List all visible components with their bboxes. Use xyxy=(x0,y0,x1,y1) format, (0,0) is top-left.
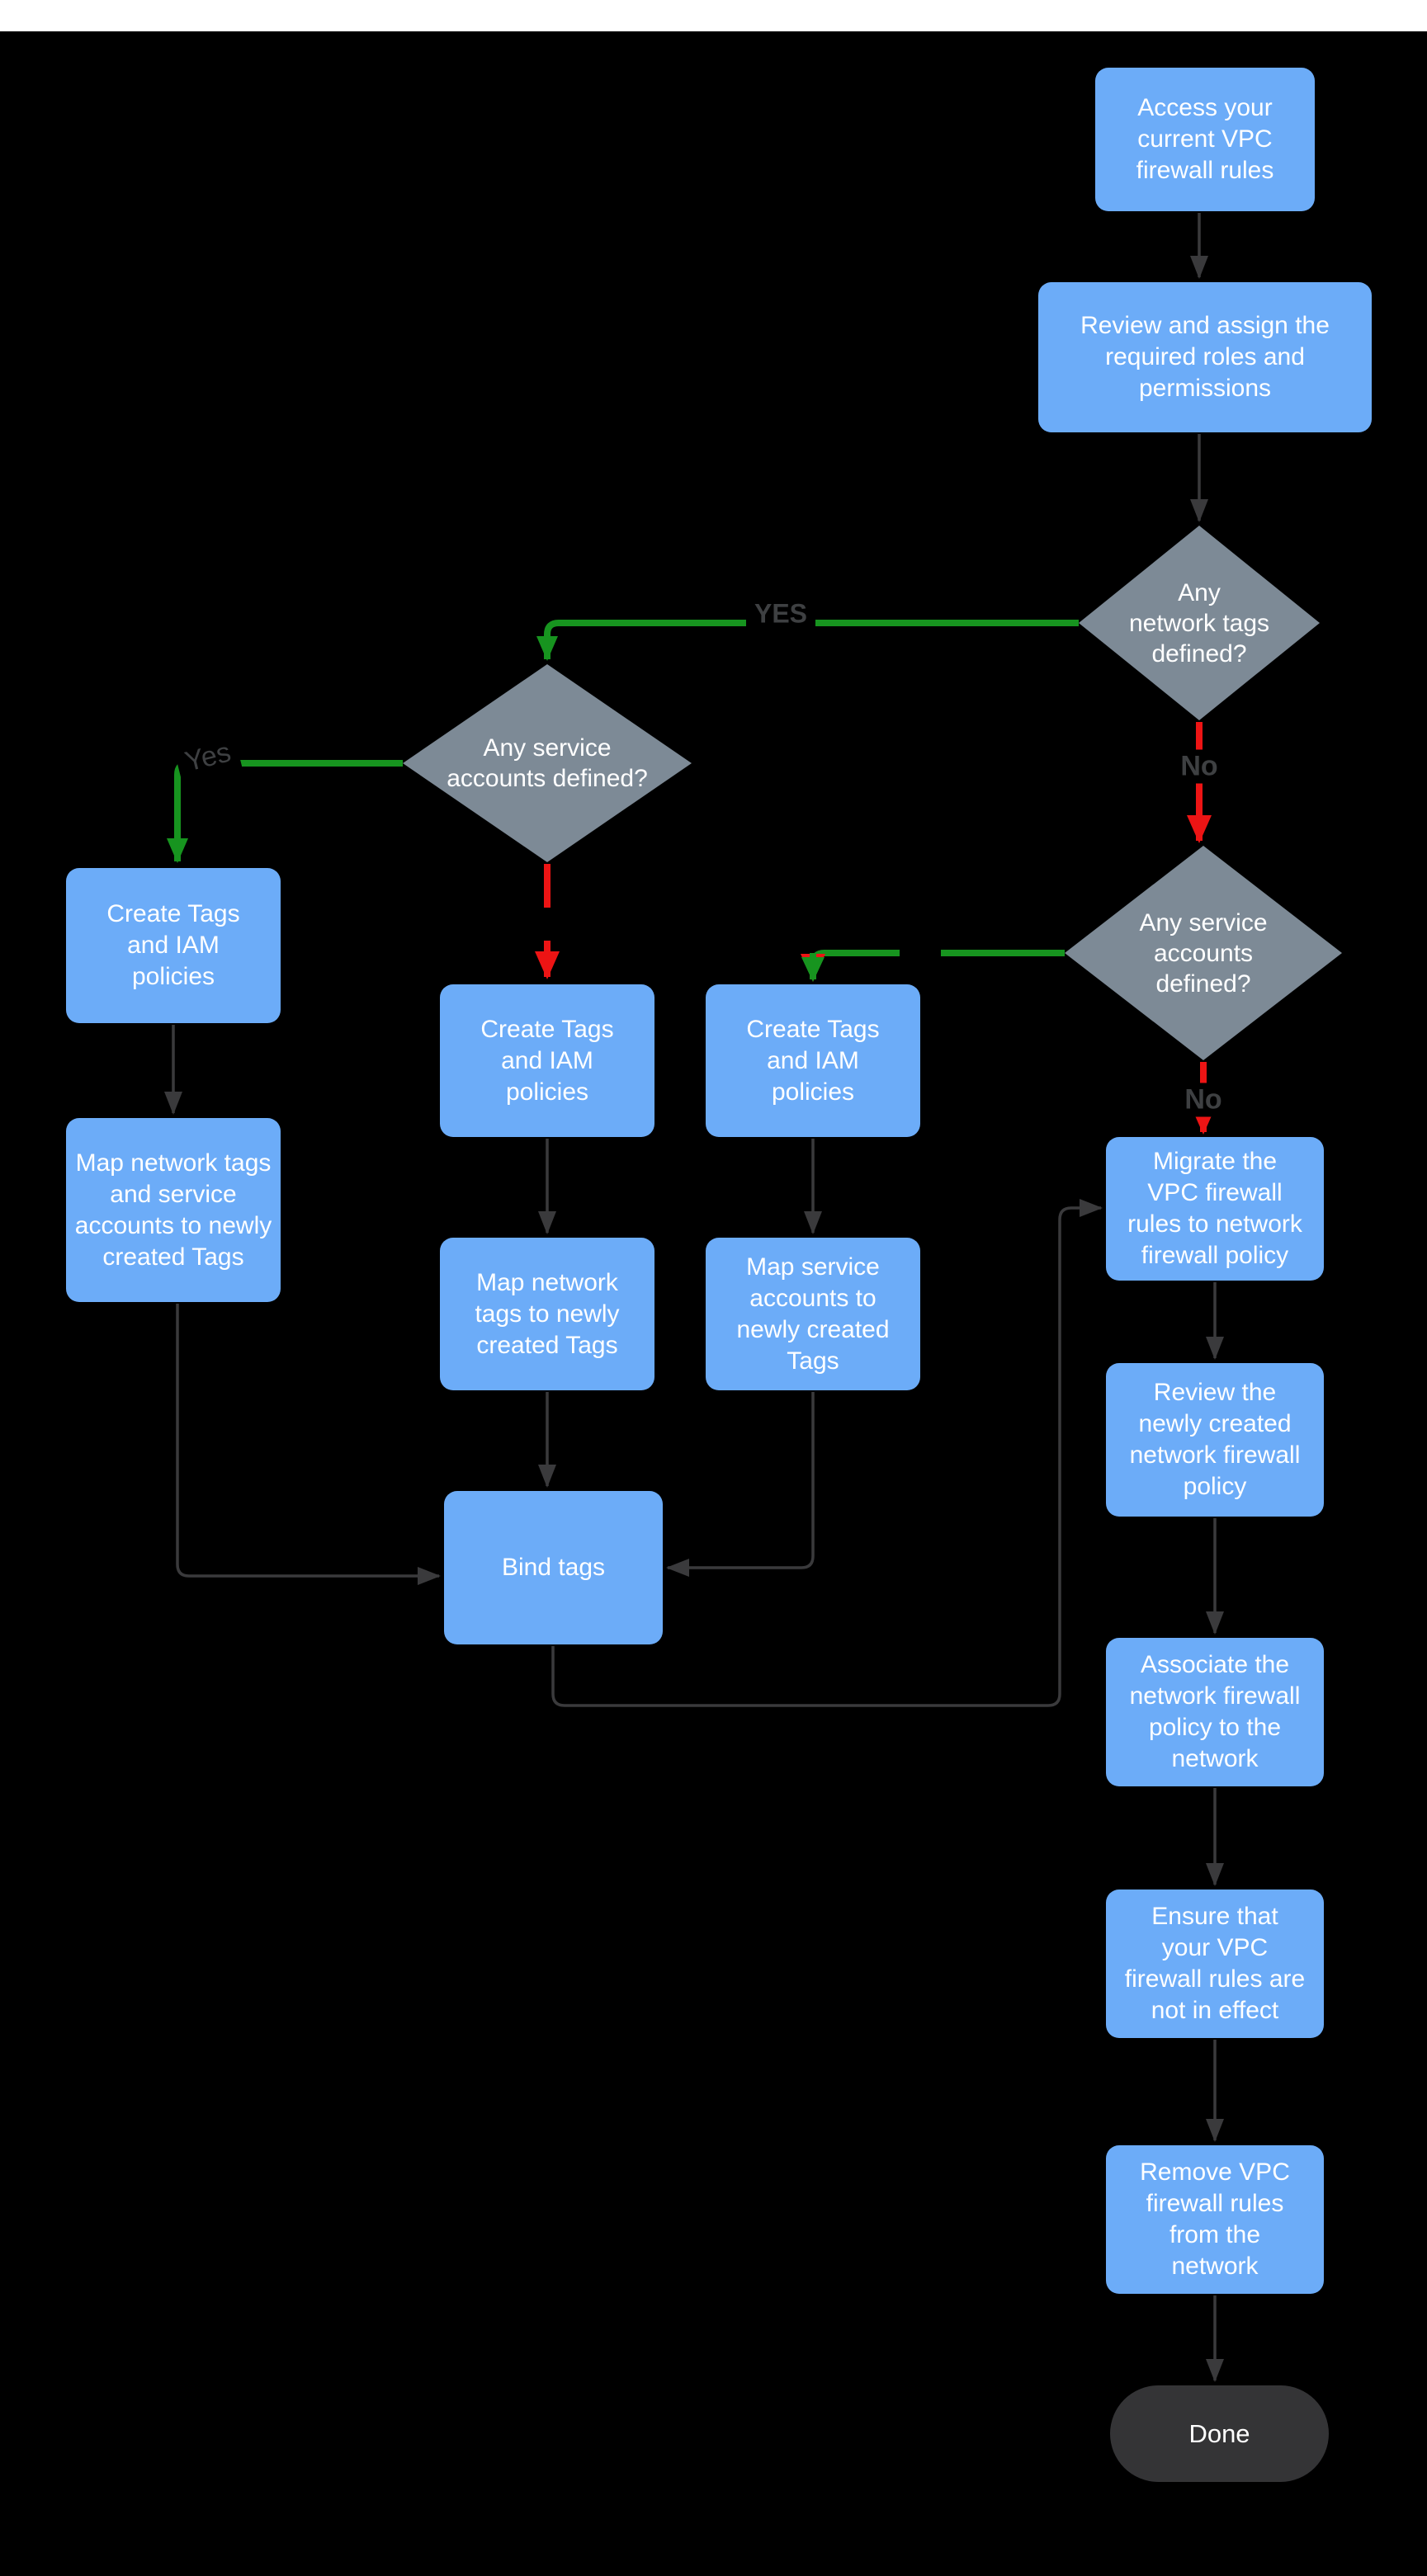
node-create-tags-iam-mid-right: Create Tags and IAM policies xyxy=(706,984,920,1137)
node-remove-vpc-firewall-rules: Remove VPC firewall rules from the netwo… xyxy=(1106,2145,1324,2294)
node-create-tags-iam-mid-left: Create Tags and IAM policies xyxy=(440,984,654,1137)
node-migrate-vpc-firewall-rules: Migrate the VPC firewall rules to networ… xyxy=(1106,1137,1324,1281)
edge-bind-to-migrate xyxy=(551,1199,1103,1707)
node-done-terminator: Done xyxy=(1110,2385,1329,2482)
edge-label-yes-network-tags: YES xyxy=(745,597,816,630)
node-map-network-tags: Map network tags to newly created Tags xyxy=(440,1238,654,1390)
node-bind-tags: Bind tags xyxy=(444,1491,663,1644)
node-map-network-tags-and-service-accounts: Map network tags and service accounts to… xyxy=(66,1118,281,1302)
node-associate-policy-to-network: Associate the network firewall policy to… xyxy=(1106,1638,1324,1786)
node-review-network-firewall-policy: Review the newly created network firewal… xyxy=(1106,1363,1324,1517)
node-create-tags-iam-left: Create Tags and IAM policies xyxy=(66,868,281,1023)
edge-map-left-to-bind xyxy=(176,1304,441,1585)
edge-label-no-service-accounts: No xyxy=(1176,1083,1231,1117)
node-map-service-accounts: Map service accounts to newly created Ta… xyxy=(706,1238,920,1390)
edge-yes-service-accounts-right-seg2 xyxy=(801,950,900,982)
edge-yes-service-accounts-left xyxy=(167,760,403,863)
green-arrowhead xyxy=(801,957,825,982)
node-review-roles-permissions: Review and assign the required roles and… xyxy=(1038,282,1372,432)
top-white-bar xyxy=(0,0,1427,31)
edge-label-no-network-tags: No xyxy=(1172,749,1226,784)
edge-map-midright-to-bind xyxy=(666,1392,815,1577)
edge-yes-network-tags xyxy=(536,620,1079,661)
node-access-vpc-firewall-rules: Access your current VPC firewall rules xyxy=(1095,68,1315,211)
node-ensure-rules-not-in-effect: Ensure that your VPC firewall rules are … xyxy=(1106,1890,1324,2038)
